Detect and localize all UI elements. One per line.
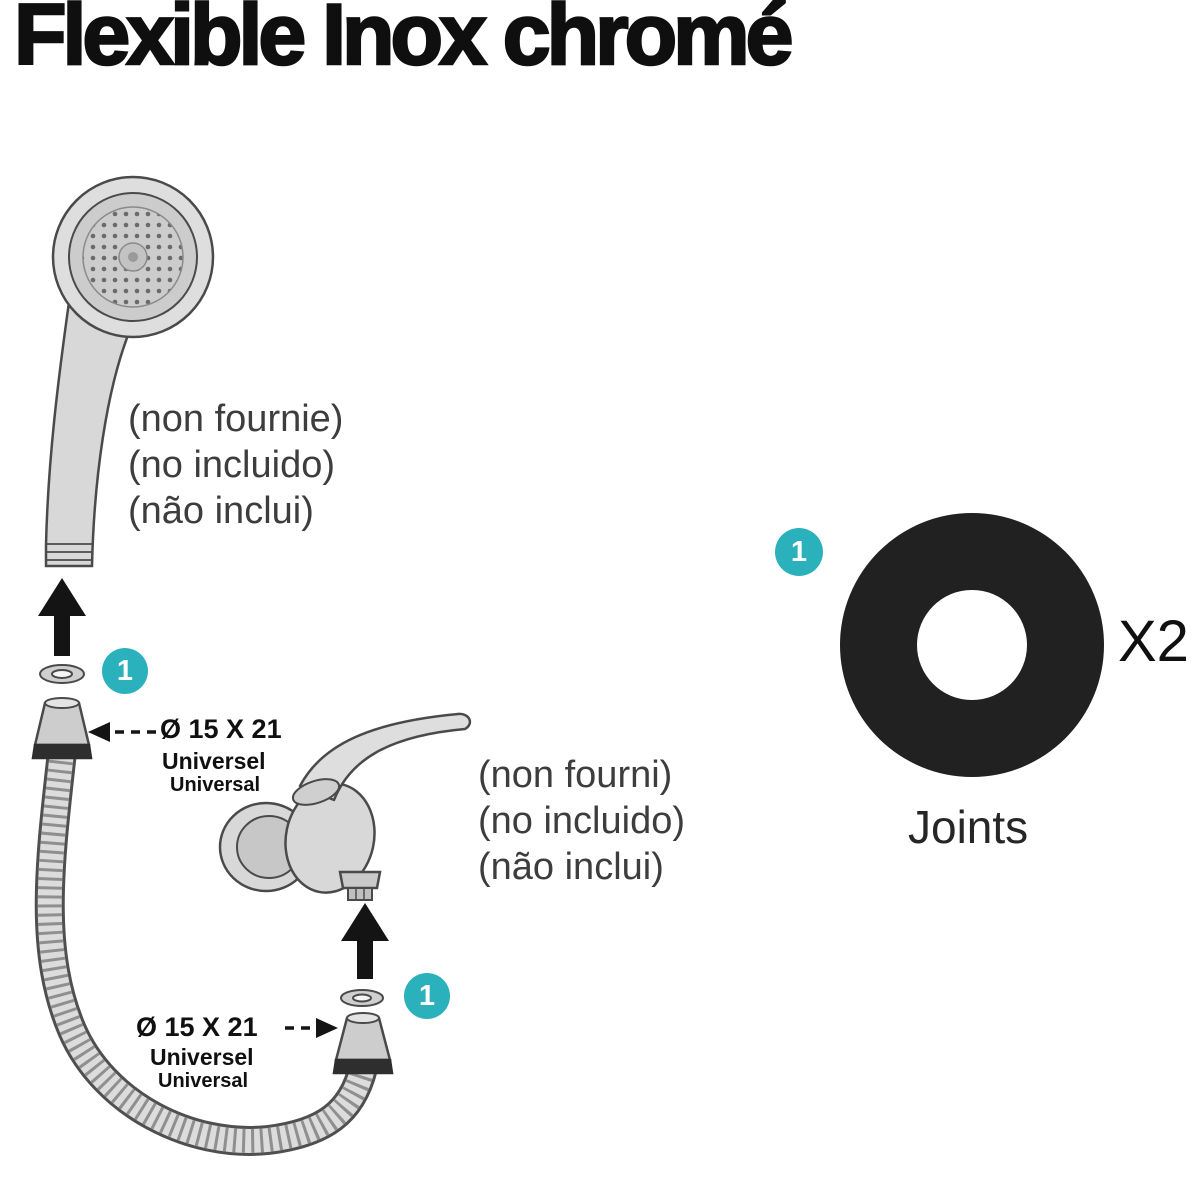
mixer-tap-note-pt: (não inclui) [478,846,664,888]
washer-top [39,664,85,684]
joints-label: Joints [908,801,1029,853]
dashed-arrow-bottom [285,1018,338,1038]
washer-bottom [340,989,384,1007]
dashed-arrow-top [88,722,156,742]
hose-connector-bottom [332,1012,394,1075]
shower-head-note-es: (no incluido) [128,444,335,486]
hose-connector-top [31,697,93,760]
joints-quantity: X2 [1118,609,1189,674]
badge-joints: 1 [775,528,823,576]
badge-bottom-connector: 1 [404,973,450,1019]
up-arrow-bottom [341,903,389,979]
top-connector-universal-label: Universal [170,774,261,796]
shower-head-illustration [44,175,215,568]
mixer-tap-note: (non fourni) (no incluido) (não inclui) [478,752,685,890]
top-connector-universel-label: Universel [162,748,266,774]
shower-head-note-fr: (non fournie) [128,398,344,440]
bottom-connector-universal-label: Universal [158,1070,249,1092]
up-arrow-top [38,578,86,656]
mixer-tap-note-fr: (non fourni) [478,754,673,796]
bottom-connector-universel-label: Universel [150,1044,254,1070]
shower-head-note: (non fournie) (no incluido) (não inclui) [128,396,343,534]
mixer-tap-illustration [218,712,472,901]
bottom-connector-diameter-label: Ø 15 X 21 [136,1012,258,1042]
page-title: Flexible Inox chromé [13,0,795,84]
flexible-hose-illustration [34,750,378,1156]
badge-top-connector: 1 [102,648,148,694]
mixer-tap-note-es: (no incluido) [478,800,685,842]
joint-ring-illustration [840,513,1104,777]
shower-head-note-pt: (não inclui) [128,490,314,532]
top-connector-diameter-label: Ø 15 X 21 [160,714,282,744]
